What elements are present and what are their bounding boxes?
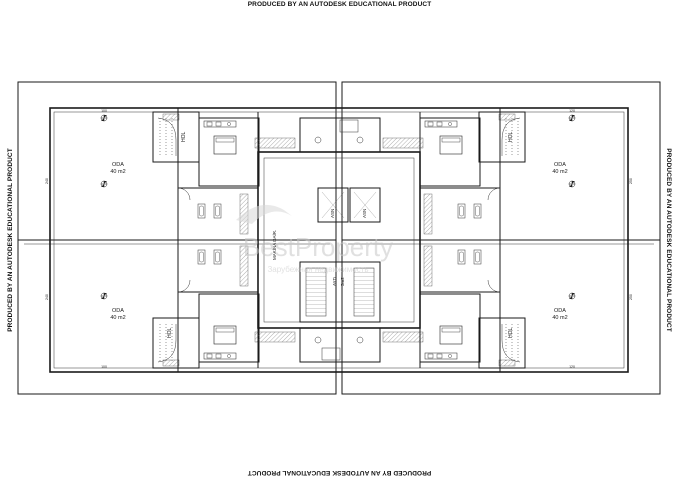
dim-tag-5: 240: [45, 178, 49, 184]
stair-br: [478, 317, 526, 369]
dim-tag-8: 250: [629, 294, 633, 300]
elevator-b: [349, 187, 381, 223]
stair-hall: [299, 261, 381, 323]
stair-tr: [478, 111, 526, 163]
room-bl: [49, 239, 179, 373]
hol-tr-label: HOL: [508, 132, 514, 143]
watermark-tagline: Зарубежная недвижимость: [267, 265, 368, 274]
stair-bl: [152, 317, 200, 369]
dim-tag-6: 250: [629, 178, 633, 184]
dim-tag-2: 120: [569, 109, 575, 113]
dim-tag-7: 240: [45, 294, 49, 300]
core-bottom-bath: [299, 327, 381, 363]
room-tl-name: ODA: [112, 162, 124, 168]
room-bl-name: ODA: [112, 308, 124, 314]
hall-area-label: 3m2: [340, 277, 345, 286]
room-br: [499, 239, 629, 373]
room-br-name: ODA: [554, 308, 566, 314]
hall-name-label: AYD.: [332, 276, 337, 286]
hol-bl-label: HOL: [167, 328, 173, 339]
room-br-area: 40 m2: [552, 315, 567, 321]
watermark-brand: BestProperty: [243, 232, 393, 262]
hol-tl-label: HOL: [181, 132, 187, 143]
elevator-a: [317, 187, 349, 223]
room-tl-area: 40 m2: [110, 169, 125, 175]
room-bl-area: 40 m2: [110, 315, 125, 321]
edu-stamp-top: PRODUCED BY AN AUTODESK EDUCATIONAL PROD…: [247, 1, 432, 8]
lift-a-label: ASN: [330, 209, 335, 218]
outer-slab-left: [17, 81, 337, 395]
watermark: BestProperty Зарубежная недвижимость: [236, 204, 393, 274]
room-tr-area: 40 m2: [552, 169, 567, 175]
room-tr-name: ODA: [554, 162, 566, 168]
dim-tag-3: 100: [101, 365, 107, 369]
outer-slab-right: [341, 81, 661, 395]
hol-br-label: HOL: [508, 328, 514, 339]
dim-tag-1: 100: [101, 109, 107, 113]
core-top-bath: [299, 117, 381, 153]
dim-tag-4: 120: [569, 365, 575, 369]
lift-b-label: ASN: [362, 209, 367, 218]
machine-room-label: MAKİNA DAİR.: [271, 230, 277, 260]
stair-tl: [152, 111, 200, 163]
